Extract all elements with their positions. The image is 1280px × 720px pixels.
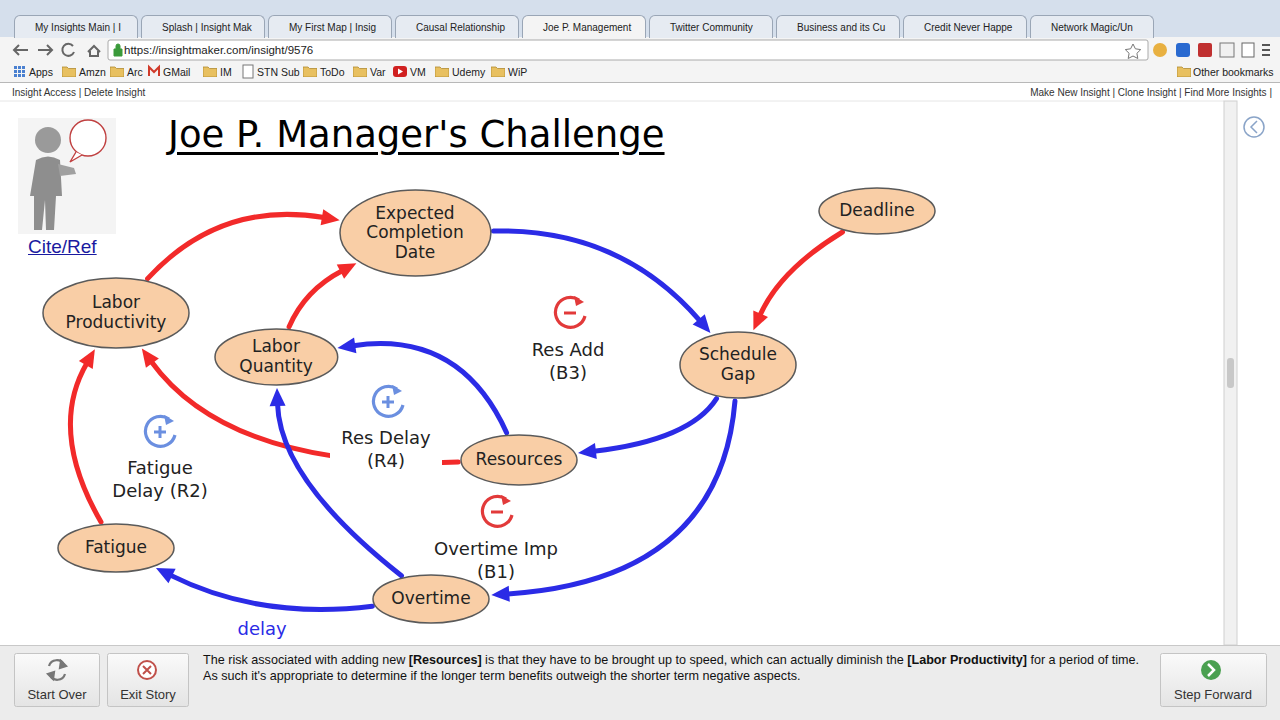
- toolbar: [0, 37, 1280, 83]
- variable-name: Schedule Gap: [697, 345, 779, 384]
- browser-tab: Twitter Community: [649, 15, 773, 38]
- bookmark-label: Arc: [127, 66, 143, 78]
- browser-tab: Network Magic/Un: [1030, 15, 1154, 38]
- causal-link: [760, 232, 843, 316]
- loop-label: Fatigue Delay (R2): [101, 456, 219, 502]
- variable-ellipse: Resources: [460, 434, 578, 486]
- presenter-figure: [18, 118, 116, 234]
- causal-link: [594, 399, 717, 452]
- start-over-button: [15, 654, 100, 707]
- story-caption: The risk associated with adding new [Res…: [203, 652, 1148, 684]
- browser-tab: Causal Relationship: [395, 15, 519, 38]
- browser-tab: My First Map | Insig: [268, 15, 392, 38]
- story-bar-border: [0, 645, 1280, 646]
- bookmark-label: Amzn: [79, 66, 106, 78]
- ellipse-shape: [680, 332, 796, 398]
- loop-label: Res Add (B3): [522, 338, 614, 384]
- panel-toggle: [1244, 117, 1264, 137]
- story-bar: [0, 645, 1280, 720]
- bookmark-icons: [14, 65, 1191, 78]
- variable-name: Fatigue: [83, 538, 149, 558]
- browser-tab: My Insights Main | I: [14, 15, 138, 38]
- causal-link: [289, 271, 342, 327]
- variable-ellipse: Schedule Gap: [679, 331, 797, 399]
- variable-name: Deadline: [837, 201, 916, 221]
- bookmark-label: STN Sub: [257, 66, 300, 78]
- nav-buttons: [14, 44, 100, 56]
- variable-name: Expected Completion Date: [364, 204, 465, 263]
- variable-name: Resources: [474, 450, 565, 470]
- bookmark-label: Var: [370, 66, 386, 78]
- button-label: Start Over: [27, 687, 86, 702]
- ellipse-shape: [461, 435, 577, 485]
- causal-link: [70, 363, 101, 522]
- insight-link: Make New Insight | Clone Insight | Find …: [1030, 87, 1272, 98]
- address-bar: [108, 40, 1148, 60]
- scrollbar: [1224, 101, 1237, 645]
- diagram-title: Joe P. Manager's Challenge: [168, 113, 665, 156]
- variable-name: Labor Productivity: [64, 293, 169, 332]
- variable-name: Labor Quantity: [237, 337, 314, 376]
- insight-bar-border: [0, 101, 1224, 102]
- ellipse-shape: [819, 188, 935, 234]
- browser-tab: Business and its Cu: [776, 15, 900, 38]
- bookmark-label: Apps: [29, 66, 53, 78]
- exit-icon: [138, 661, 156, 679]
- balancing-loop-icon: [555, 296, 585, 327]
- variable-ellipse: Deadline: [818, 187, 936, 235]
- bookmark-label: WiP: [508, 66, 527, 78]
- causal-link: [493, 231, 700, 321]
- causal-link: [170, 575, 372, 609]
- button-label: Step Forward: [1174, 687, 1252, 702]
- loop-label: Res Delay (R4): [330, 426, 442, 472]
- toolbar-border: [0, 82, 1280, 83]
- bookmark-label: ToDo: [320, 66, 345, 78]
- link-label: delay: [235, 618, 288, 639]
- balancing-loop-icon: [482, 495, 512, 526]
- forward-icon: [1201, 660, 1221, 680]
- ellipse-shape: [373, 575, 489, 623]
- bookmark-label: VM: [410, 66, 426, 78]
- ellipse-shape: [43, 278, 189, 348]
- variable-ellipse: Labor Productivity: [42, 277, 190, 349]
- variable-ellipse: Expected Completion Date: [339, 189, 492, 277]
- bookmark-label: IM: [220, 66, 232, 78]
- tab-strip: [0, 0, 1280, 38]
- browser-tab: Splash | Insight Mak: [141, 15, 265, 38]
- button-label: Exit Story: [120, 687, 176, 702]
- extension-icons: [1153, 43, 1270, 57]
- cite-link: Cite/Ref: [28, 236, 97, 258]
- variable-ellipse: Labor Quantity: [214, 328, 339, 386]
- bookmark-label: Other bookmarks: [1193, 66, 1274, 78]
- bookmark-label: GMail: [163, 66, 190, 78]
- lock-icon: [114, 44, 122, 56]
- reinforcing-loop-icon: [145, 415, 175, 446]
- refresh-icon: [48, 660, 66, 680]
- bookmark-label: Udemy: [452, 66, 485, 78]
- causal-link: [353, 344, 506, 433]
- panel-toggle-arrow: [1251, 121, 1257, 133]
- star-icon: [1125, 44, 1140, 59]
- url-text: https://insightmaker.com/insight/9576: [124, 44, 313, 56]
- browser-tab: Joe P. Management: [522, 15, 646, 38]
- ellipse-shape: [340, 190, 491, 276]
- variable-ellipse: Fatigue: [57, 523, 175, 573]
- ellipse-shape: [58, 524, 174, 572]
- scroll-grip: [1227, 358, 1234, 388]
- variable-name: Overtime: [389, 589, 472, 609]
- ellipse-shape: [215, 329, 338, 385]
- insight-link: Insight Access | Delete Insight: [12, 87, 145, 98]
- exit-story-button: [108, 654, 189, 707]
- step-forward-button: [1161, 654, 1267, 707]
- reinforcing-loop-icon: [373, 385, 403, 416]
- variable-ellipse: Overtime: [372, 574, 490, 624]
- browser-tab: Credit Never Happe: [903, 15, 1027, 38]
- causal-link: [148, 214, 324, 278]
